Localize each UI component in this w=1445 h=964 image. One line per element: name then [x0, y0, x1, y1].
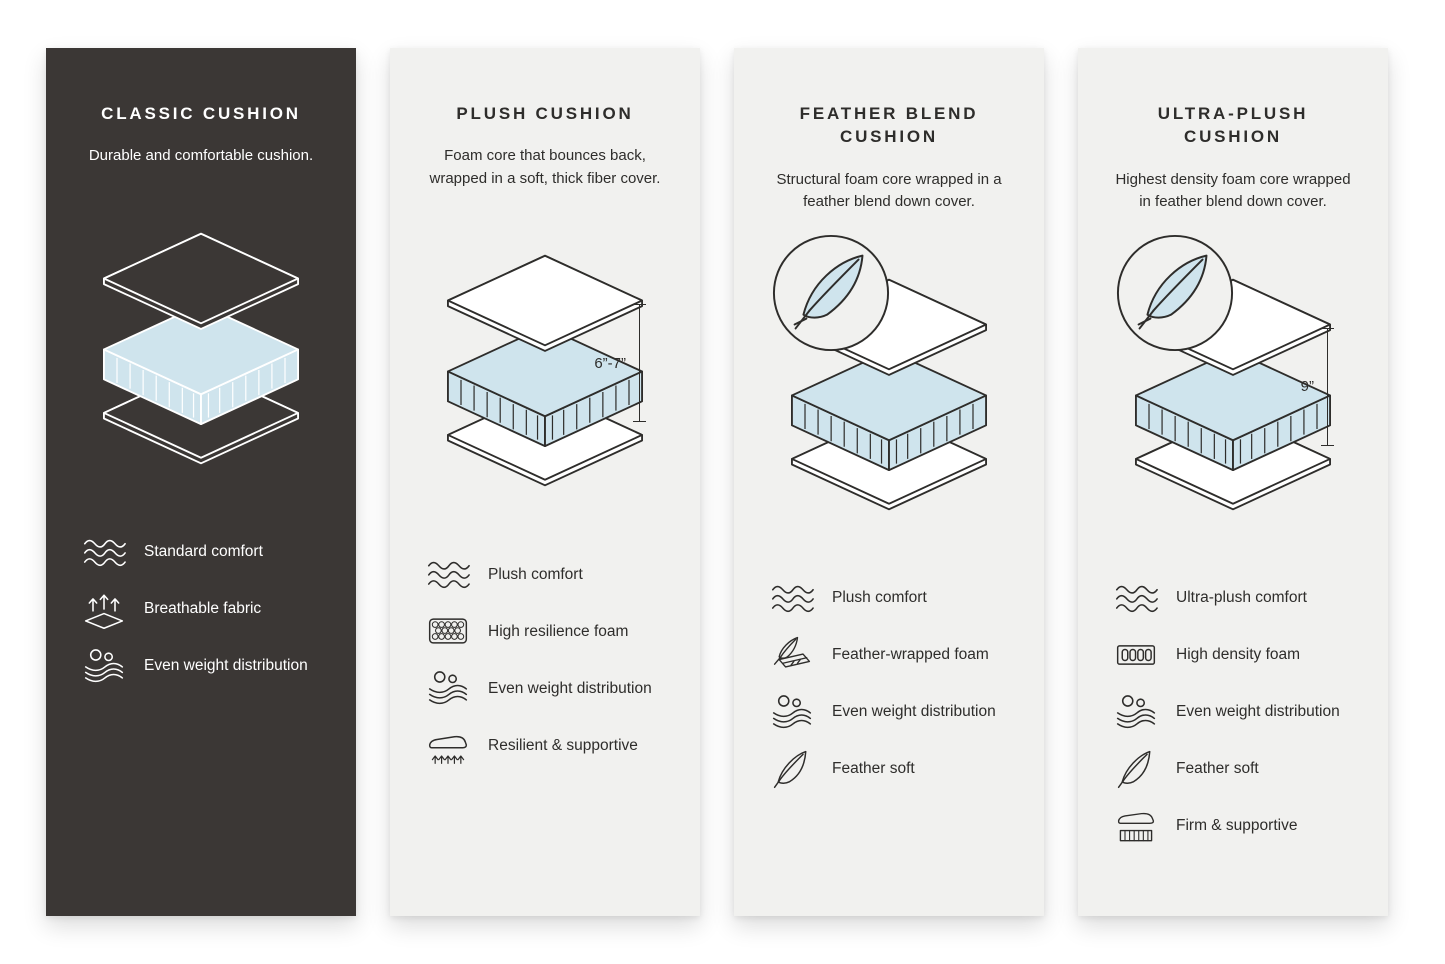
cushion-illustration: [770, 248, 1008, 538]
card-description: Structural foam core wrapped in a feathe…: [776, 170, 1002, 211]
feature-label: Breathable fabric: [144, 600, 262, 618]
feature-list: Ultra-plush comfort High density foam Ev…: [1114, 576, 1352, 848]
feature-label: Even weight distribution: [488, 679, 652, 697]
card-classic-cushion: CLASSIC CUSHION Durable and comfortable …: [46, 48, 356, 916]
height-measurement-label: 6”-7”: [594, 354, 626, 372]
card-ultra-plush-cushion: ULTRA-PLUSH CUSHION Highest density foam…: [1078, 48, 1388, 916]
feature-row: Plush comfort: [770, 576, 1008, 620]
feature-label: Ultra-plush comfort: [1176, 589, 1307, 607]
height-measurement-label: 9”: [1300, 378, 1314, 396]
card-plush-cushion: PLUSH CUSHION Foam core that bounces bac…: [390, 48, 700, 916]
height-measurement: 6”-7”: [594, 304, 646, 423]
feature-label: Even weight distribution: [1176, 703, 1340, 721]
feature-label: Feather soft: [832, 760, 915, 778]
card-description: Durable and comfortable cushion.: [88, 147, 314, 165]
resilient-supportive-icon: [426, 723, 470, 767]
firm-supportive-icon: [1114, 804, 1158, 848]
feature-row: Even weight distribution: [770, 690, 1008, 734]
wave-icon: [82, 530, 126, 574]
height-measurement: 9”: [1300, 327, 1334, 446]
feature-row: Resilient & supportive: [426, 723, 664, 767]
feature-row: Ultra-plush comfort: [1114, 576, 1352, 620]
feature-list: Plush comfort Feather-wrapped foam Even …: [770, 576, 1008, 791]
high-density-foam-icon: [1114, 633, 1158, 677]
wave-icon: [770, 576, 814, 620]
cushion-illustration: [82, 202, 320, 492]
feature-row: High resilience foam: [426, 609, 664, 653]
feature-label: High density foam: [1176, 646, 1301, 664]
feature-label: High resilience foam: [488, 622, 629, 640]
wave-icon: [1114, 576, 1158, 620]
feature-label: Plush comfort: [488, 565, 583, 583]
even-weight-icon: [426, 666, 470, 710]
cushion-illustration: 9”: [1114, 248, 1352, 538]
feature-row: Even weight distribution: [1114, 690, 1352, 734]
feature-row: Even weight distribution: [82, 644, 320, 688]
feather-badge-icon: [770, 232, 892, 354]
feature-row: Even weight distribution: [426, 666, 664, 710]
even-weight-icon: [1114, 690, 1158, 734]
feature-list: Standard comfort Breathable fabric Even …: [82, 530, 320, 688]
feature-label: Firm & supportive: [1176, 817, 1298, 835]
measurement-line: [633, 304, 646, 423]
feature-row: High density foam: [1114, 633, 1352, 677]
feature-list: Plush comfort High resilience foam Even …: [426, 552, 664, 767]
feature-row: Plush comfort: [426, 552, 664, 596]
wave-icon: [426, 552, 470, 596]
feather-badge-icon: [1114, 232, 1236, 354]
card-title: CLASSIC CUSHION: [101, 104, 301, 123]
feature-row: Feather-wrapped foam: [770, 633, 1008, 677]
feature-row: Feather soft: [1114, 747, 1352, 791]
breathable-fabric-icon: [82, 587, 126, 631]
feature-row: Firm & supportive: [1114, 804, 1352, 848]
feather-icon: [1114, 747, 1158, 791]
feature-label: Even weight distribution: [832, 703, 996, 721]
resilience-foam-icon: [426, 609, 470, 653]
feather-wrapped-foam-icon: [770, 633, 814, 677]
feature-row: Standard comfort: [82, 530, 320, 574]
card-title: FEATHER BLEND CUSHION: [799, 104, 979, 147]
feature-label: Feather soft: [1176, 760, 1259, 778]
feature-label: Even weight distribution: [144, 657, 308, 675]
feature-label: Resilient & supportive: [488, 736, 638, 754]
feature-label: Plush comfort: [832, 589, 927, 607]
card-description: Highest density foam core wrapped in fea…: [1115, 170, 1351, 211]
feature-row: Feather soft: [770, 747, 1008, 791]
card-feather-blend-cushion: FEATHER BLEND CUSHION Structural foam co…: [734, 48, 1044, 916]
cushion-illustration: 6”-7”: [426, 224, 664, 514]
card-title: ULTRA-PLUSH CUSHION: [1157, 104, 1309, 147]
card-description: Foam core that bounces back, wrapped in …: [429, 147, 661, 187]
feature-label: Feather-wrapped foam: [832, 646, 989, 664]
even-weight-icon: [770, 690, 814, 734]
card-title: PLUSH CUSHION: [456, 104, 634, 123]
even-weight-icon: [82, 644, 126, 688]
cushion-layers-graphic: [89, 230, 313, 465]
feather-icon: [770, 747, 814, 791]
feature-row: Breathable fabric: [82, 587, 320, 631]
feature-label: Standard comfort: [144, 543, 263, 561]
measurement-line: [1321, 327, 1334, 446]
